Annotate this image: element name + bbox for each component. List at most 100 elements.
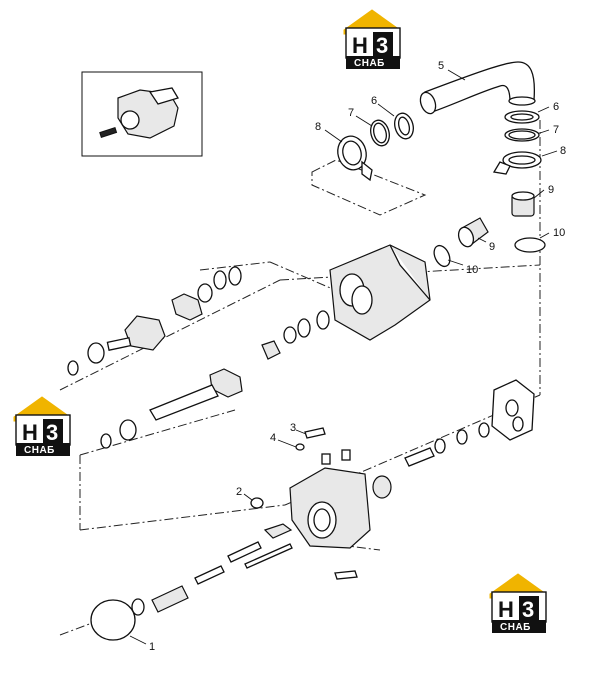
clamp-8-left-bolt	[361, 160, 373, 182]
inset-flange	[120, 110, 140, 130]
washer-4	[295, 443, 305, 451]
upper-gear-line	[199, 261, 271, 271]
callout-8a: 8	[315, 121, 321, 133]
seal-upper-left	[67, 360, 79, 376]
leader-7b	[539, 129, 550, 134]
front-cover-bore-inner	[313, 508, 331, 532]
front-cover	[289, 449, 371, 549]
callout-labels: 5 6 7 8 6 7 8 9 10 9 10 3 4 2 1	[149, 60, 566, 653]
vent-plug-1	[321, 453, 331, 465]
leader-5	[447, 69, 466, 81]
bottom-line	[79, 504, 286, 531]
callout-8b: 8	[560, 145, 566, 157]
leader-6a	[377, 103, 395, 117]
leader-7a	[355, 115, 373, 127]
callout-2: 2	[236, 486, 242, 498]
leader-6b	[537, 106, 550, 113]
drive-seal	[100, 433, 112, 449]
drive-bushing	[119, 419, 137, 441]
leader-1	[129, 635, 147, 645]
logo-digit: 3	[522, 597, 534, 622]
seal-mid-2	[297, 318, 311, 338]
leader-10a	[447, 259, 464, 266]
logo-band	[346, 56, 400, 69]
lower-relief-group	[90, 523, 358, 641]
middle-adapter-group	[433, 217, 489, 268]
ring-7-right-inner	[508, 130, 536, 140]
callout-6a: 6	[371, 95, 377, 107]
diagonal-line-1	[59, 279, 281, 391]
leader-4	[277, 439, 297, 448]
upper-gear-line-2	[269, 261, 336, 291]
cover-plate-hole-2	[512, 416, 524, 432]
pipe-end-left	[419, 91, 437, 115]
clamp-8-right-bolt	[492, 161, 511, 175]
inset-frame	[81, 71, 203, 157]
cover-seal-1	[478, 422, 490, 438]
oring-2	[250, 497, 264, 509]
upper-gear-row	[67, 266, 242, 376]
pump-housing	[329, 244, 431, 341]
bushing-upper-left	[87, 342, 105, 364]
logo-letter: H	[22, 420, 38, 445]
logo-letter: H	[498, 597, 514, 622]
seal-mid-1	[316, 310, 330, 330]
leader-8a	[324, 129, 343, 143]
clamp-8-left-inner	[342, 140, 362, 166]
clamp-8-right-inner	[508, 155, 536, 165]
callout-4: 4	[270, 432, 276, 444]
logo-text: CHAБ	[24, 445, 55, 456]
ring-6-left-inner	[397, 116, 411, 136]
ring-7-left-inner	[373, 122, 387, 144]
housing-bore-2	[351, 285, 373, 315]
drive-shaft-row	[100, 368, 243, 449]
leader-9a	[477, 237, 487, 243]
callout-3: 3	[290, 422, 296, 434]
callout-7a: 7	[348, 107, 354, 119]
adapter-9-right-top	[511, 191, 535, 201]
seal-upper-1	[228, 266, 242, 286]
right-fitting-stack	[492, 110, 546, 253]
logo-letter: H	[352, 33, 368, 58]
callout-6b: 6	[553, 101, 559, 113]
assembly-lines	[59, 120, 541, 636]
bearing-upper	[171, 293, 203, 321]
housing-edge	[389, 244, 431, 301]
leader-9b	[533, 189, 545, 199]
vent-plug-2	[341, 449, 351, 461]
logo-band	[492, 620, 546, 633]
leader-8b	[541, 150, 558, 157]
middle-shaft-parts	[261, 310, 330, 360]
callout-10b: 10	[553, 227, 565, 239]
bolt-lower	[334, 570, 358, 580]
logo-digit-bg	[519, 596, 539, 620]
logo-digit-bg	[373, 32, 393, 56]
leader-10b	[539, 232, 550, 239]
ring-6-right-inner	[510, 113, 534, 121]
inset-outlet	[148, 87, 179, 105]
cover-plate-hole-1	[505, 399, 519, 417]
drive-shaft	[149, 384, 219, 421]
logo-text: CHAБ	[500, 622, 531, 633]
callout-10a: 10	[466, 264, 478, 276]
relief-piston-upper	[372, 475, 392, 499]
plunger-lower	[263, 523, 293, 539]
logo-text: CHAБ	[354, 58, 385, 69]
callout-7b: 7	[553, 124, 559, 136]
pin-lower	[244, 543, 293, 569]
left-clamp-group	[337, 112, 414, 182]
clamp-group-line	[311, 159, 427, 216]
logo-digit: 3	[376, 33, 388, 58]
elbow-pipe	[419, 61, 536, 115]
brand-logo-bottom: H 3 CHAБ	[489, 573, 547, 633]
diagonal-line-2	[279, 264, 541, 281]
bushing-upper	[197, 283, 213, 303]
brand-logo-top: H 3 CHAБ	[343, 9, 401, 69]
oring-10-middle	[433, 244, 451, 268]
oring-10-right	[514, 237, 546, 253]
screw-3	[304, 427, 326, 439]
oring-1	[90, 599, 136, 641]
inset-shaft	[99, 126, 118, 138]
callout-leaders	[129, 69, 558, 645]
